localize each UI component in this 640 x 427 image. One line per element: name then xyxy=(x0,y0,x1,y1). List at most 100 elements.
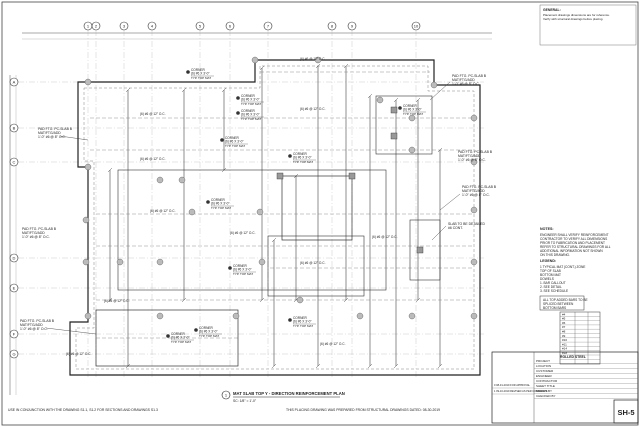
zone-center-lower xyxy=(267,235,365,297)
callout-typ-mat: TYP. TOP MAT xyxy=(233,272,253,276)
title-block-fields: PROJECTLOCATIONCUSTOMERENGINEERCONTRACTO… xyxy=(534,359,638,399)
notes-line: CONTRACTOR TO VERIFY ALL DIMENSIONS xyxy=(540,237,607,241)
pad-ftg-label: PAD FTG. PC-SLAB B xyxy=(462,185,497,189)
column-pile xyxy=(314,56,322,64)
column-pile xyxy=(408,312,416,320)
grid-bubble-top xyxy=(411,21,421,31)
callout-dot xyxy=(220,138,224,142)
bar-run-label: (6) #6 @ 12" O.C. xyxy=(230,231,256,235)
cont-bars: #6 CONT. xyxy=(448,226,463,230)
pad-ftg-detail: MAT/FTG/ADD xyxy=(462,189,485,193)
callout-label: CORNER xyxy=(199,326,214,330)
top-right-note-lines: Placement drawings dimensions are for re… xyxy=(543,13,610,21)
bar-run-label: (6) #6 @ 12" O.C. xyxy=(300,261,326,265)
column-square xyxy=(390,132,398,140)
schedule-row-label: #8 xyxy=(562,330,566,334)
grid-bubble-top-label: 1 xyxy=(87,24,90,29)
note-bottom-left: USE IN CONJUNCTION WITH THE DRAWING S1.1… xyxy=(8,408,158,412)
grid-bubble-top-label: 2 xyxy=(95,24,98,29)
grid-bubble-left-label: F xyxy=(13,332,16,337)
legend-line: 1 TYPICAL MAT (CONT.) ZONE xyxy=(540,265,585,269)
legend-line: BOTTOM MAT xyxy=(540,273,561,277)
title-block-field: CHECKED BY xyxy=(536,394,556,398)
pad-ftg-sub: 1'-0" #6 @ 8" O.C. xyxy=(462,193,490,197)
title-block-header: ROLLED STEEL xyxy=(560,355,586,359)
corner-callout: CORNER(6) #6 X 3'-0"TYP. TOP MAT xyxy=(194,326,222,338)
note-bottom-left-text: USE IN CONJUNCTION WITH THE DRAWING S1.1… xyxy=(8,408,158,412)
boxed-note-line: BOTTOM BARS xyxy=(543,306,566,310)
title-block-frame xyxy=(491,351,639,424)
grid-bubble-left xyxy=(9,329,19,339)
bar-run-labels: (6) #6 @ 12" O.C. (6) #6 @ 12" O.C. (6) … xyxy=(66,57,398,356)
callout-dot xyxy=(236,96,240,100)
bar-run-end-tick xyxy=(437,363,443,369)
corner-callout: CORNER(6) #6 X 3'-0"TYP. TOP MAT xyxy=(166,332,194,344)
title-block-field: SHEET TITLE xyxy=(536,384,555,388)
top-right-note-line: Placement drawings dimensions are for re… xyxy=(543,13,610,17)
column-square xyxy=(390,106,398,114)
column-pile xyxy=(84,312,92,320)
plan-title-block: 1 MAT SLAB TOP Y - DIRECTION REINFORCEME… xyxy=(221,390,345,403)
sheet-number: SH-5 xyxy=(617,408,634,417)
schedule-row-label: #5 xyxy=(562,317,566,321)
grid-bubble-left-label: B xyxy=(13,126,16,131)
callout-detail: (6) #6 X 3'-0" xyxy=(241,98,260,102)
column-pile xyxy=(82,258,90,266)
pad-ftg-leader xyxy=(429,81,451,101)
callout-dot xyxy=(194,328,198,332)
pad-ftg-callout-right-3: PAD FTG. PC-SLAB B MAT/FTG/ADD 1'-0" #6 … xyxy=(439,185,497,211)
callout-label: CORNER xyxy=(241,94,256,98)
pad-ftg-callout-left-3: PAD FTG. PC-SLAB B MAT/FTG/ADD 1'-0" #6 … xyxy=(20,319,97,335)
zone-top-right xyxy=(375,95,433,155)
notes-title: NOTES: xyxy=(540,227,554,231)
boxed-note-line: ALL TOP ADDED BARS TO BE xyxy=(543,298,588,302)
column-pile xyxy=(430,81,438,89)
pad-ftg-sub: 1'-0" #6 @ 8" O.C. xyxy=(452,82,480,86)
callout-detail: (6) #6 X 3'-0" xyxy=(225,140,244,144)
callout-detail: (6) #6 X 3'-0" xyxy=(293,156,312,160)
corner-callout: CORNER(6) #6 X 3'-0"TYP. TOP MAT xyxy=(236,94,264,106)
corner-callout: CORNER(6) #6 X 3'-0"TYP. TOP MAT xyxy=(236,109,264,121)
callout-label: CORNER xyxy=(211,198,226,202)
grid-bubble-left xyxy=(9,349,19,359)
callout-detail: (6) #6 X 3'-0" xyxy=(199,330,218,334)
notes-lines: ENGINEER SHALL VERIFY REINFORCEMENTCONTR… xyxy=(540,233,611,257)
pad-ftg-label: PAD FTG. PC-SLAB B xyxy=(38,127,73,131)
boxed-note-line: SPLICED BETWEEN xyxy=(543,302,574,306)
grid-bubble-top-label: 3 xyxy=(123,24,126,29)
bar-run-label: (6) #6 @ 12" O.C. xyxy=(66,352,92,356)
top-right-note-line: Verify with structural drawings before p… xyxy=(543,17,603,21)
callout-label: CORNER xyxy=(241,109,256,113)
column-pile xyxy=(156,258,164,266)
bar-run-end-tick xyxy=(393,97,399,103)
notes-line: REFER TO STRUCTURAL DRAWINGS FOR ALL xyxy=(540,245,611,249)
slab-note: SLAB TO BE DETAILED xyxy=(448,222,485,226)
column-pile xyxy=(408,114,416,122)
callout-label: CORNER xyxy=(191,68,206,72)
grid-bubble-top-label: 5 xyxy=(199,24,202,29)
top-right-note: GENERAL: Placement drawings dimensions a… xyxy=(539,4,637,46)
callout-dot xyxy=(288,154,292,158)
legend-line: TOP OF SLAB xyxy=(540,269,561,273)
grid-bubble-top xyxy=(327,21,337,31)
callout-typ-mat: TYP. TOP MAT xyxy=(171,340,191,344)
pad-ftg-leader xyxy=(45,327,97,335)
bar-run-label: (6) #6 @ 12" O.C. xyxy=(150,209,176,213)
top-right-note-title: GENERAL: xyxy=(543,8,561,12)
legend-line: 2. SEE DETAIL xyxy=(540,285,562,289)
bar-run-end-tick xyxy=(415,97,421,103)
column-pile xyxy=(470,206,478,214)
grid-bubble-top xyxy=(347,21,357,31)
schedule-rows: #4#5#6#7#8#9#10#11#14#18 xyxy=(560,312,600,364)
schedule-row-label: #7 xyxy=(562,325,566,329)
corner-callout: CORNER(6) #6 X 3'-0"TYP. TOP MAT xyxy=(186,68,214,80)
grid-bubble-top-label: 6 xyxy=(229,24,232,29)
corner-callout: CORNER(6) #6 X 3'-0"TYP. TOP MAT xyxy=(206,198,234,210)
pad-ftg-callout-right-4: SLAB TO BE DETAILED #6 CONT. xyxy=(431,222,485,241)
